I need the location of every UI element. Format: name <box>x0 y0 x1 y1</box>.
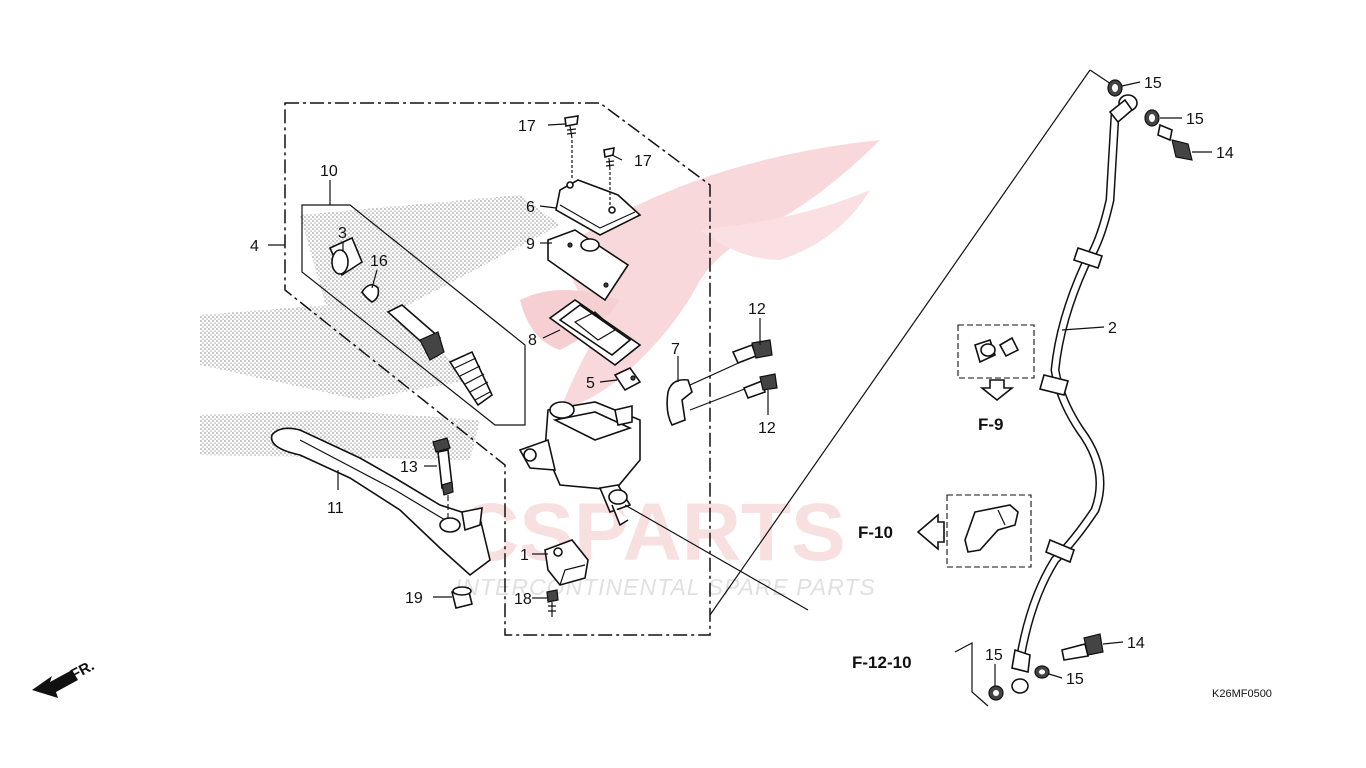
callouts: 4 10 3 16 17 17 6 9 8 5 7 12 12 13 11 1 … <box>250 75 1234 688</box>
callout-10: 10 <box>320 163 338 180</box>
float <box>613 366 642 392</box>
handlebar-ghost <box>200 195 560 460</box>
callout-15b: 15 <box>1186 111 1204 128</box>
clamp-bolt-upper <box>689 339 773 386</box>
callout-16: 16 <box>370 253 388 270</box>
lower-washer-2 <box>988 685 1004 701</box>
ref-box-f9 <box>957 324 1035 402</box>
pivot-nut <box>451 586 473 609</box>
clamp <box>666 378 693 426</box>
callout-11: 11 <box>327 500 344 517</box>
assembly-4-boundary <box>284 102 711 636</box>
ref-f12-10: F-12-10 <box>852 653 912 672</box>
circlip <box>361 284 380 303</box>
callout-4: 4 <box>250 238 259 255</box>
watermark-brand: CSPARTS <box>460 487 846 578</box>
piston <box>386 304 445 361</box>
lower-banjo-bolt <box>1061 633 1104 661</box>
brake-lever <box>270 427 491 577</box>
callout-14b: 14 <box>1127 635 1145 652</box>
spring <box>448 350 494 407</box>
callout-18: 18 <box>514 591 532 608</box>
callout-1: 1 <box>520 547 529 564</box>
clamp-bolt-lower <box>689 373 778 411</box>
callout-17b: 17 <box>634 153 652 170</box>
reservoir-screw-1 <box>564 115 579 180</box>
front-marker: FR. <box>32 657 97 698</box>
upper-washer-1 <box>1107 79 1123 97</box>
watermark-tagline: INTERCONTINENTAL SPARE PARTS <box>455 574 876 600</box>
master-cylinder-body <box>518 401 809 611</box>
callout-15d: 15 <box>985 647 1003 664</box>
callout-15c: 15 <box>1066 671 1084 688</box>
ref-f10: F-10 <box>858 523 893 542</box>
callout-12a: 12 <box>748 301 766 318</box>
brake-switch <box>544 539 589 586</box>
pivot-bolt <box>432 437 454 520</box>
callout-19: 19 <box>405 590 423 607</box>
callout-8: 8 <box>528 332 537 349</box>
callout-6: 6 <box>526 199 535 216</box>
front-arrow-icon <box>32 670 78 698</box>
watermark: CSPARTS INTERCONTINENTAL SPARE PARTS <box>455 140 880 600</box>
ref-box-f10 <box>916 494 1032 568</box>
callout-17a: 17 <box>518 118 536 135</box>
upper-washer-2 <box>1144 109 1160 127</box>
upper-banjo-bolt <box>1157 123 1193 161</box>
diaphragm-plate <box>547 229 630 302</box>
ref-f9: F-9 <box>978 415 1004 434</box>
callout-3: 3 <box>338 225 347 242</box>
lower-bracket-lines <box>954 642 989 707</box>
brake-hose <box>1011 94 1138 694</box>
watermark-wing-logo <box>560 140 880 410</box>
diagram-code: K26MF0500 <box>1212 688 1272 700</box>
switch-screw <box>546 589 559 617</box>
section-references: F-9 F-10 F-12-10 <box>852 415 1004 672</box>
callout-15a: 15 <box>1144 75 1162 92</box>
diaphragm <box>548 299 642 367</box>
callout-14a: 14 <box>1216 145 1234 162</box>
arrow-left-icon <box>916 513 945 551</box>
lower-washer-1 <box>1034 665 1050 679</box>
arrow-down-icon <box>979 379 1015 402</box>
reservoir-screw-2 <box>603 146 615 208</box>
callout-7: 7 <box>671 341 680 358</box>
piston-kit-boundary <box>301 204 526 426</box>
piston-boot <box>328 236 363 277</box>
reservoir-cap <box>555 179 642 236</box>
callout-2: 2 <box>1108 320 1117 337</box>
callout-5: 5 <box>586 375 595 392</box>
callout-13: 13 <box>400 459 418 476</box>
callout-12b: 12 <box>758 420 776 437</box>
callout-9: 9 <box>526 236 535 253</box>
leader-lines <box>268 81 1212 686</box>
